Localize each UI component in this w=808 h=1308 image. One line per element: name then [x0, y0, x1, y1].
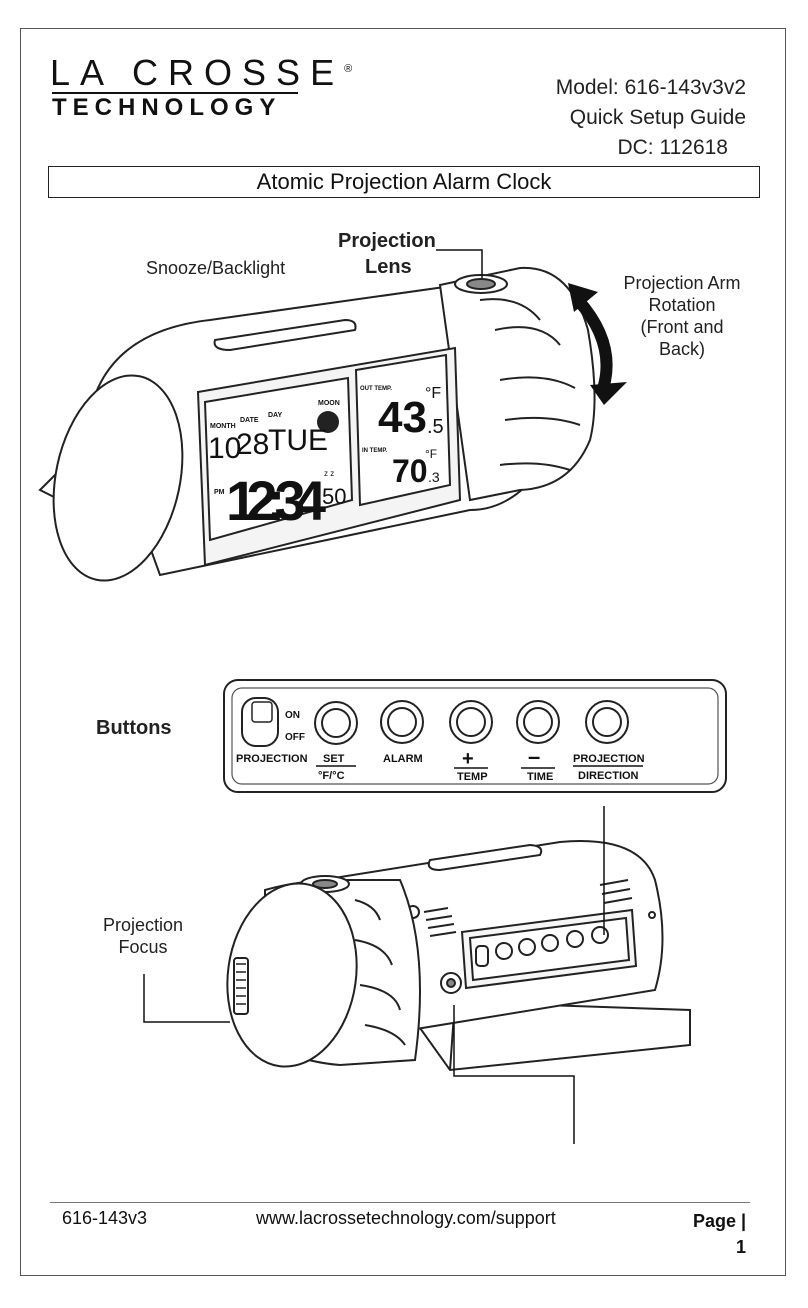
arm-label-line3: (Front and: [640, 317, 724, 337]
brand-logo-rule: [52, 92, 298, 94]
lcd-in-dec: .3: [428, 469, 440, 485]
lcd-zz: z z: [324, 469, 334, 478]
lcd-out-temp: 43: [378, 393, 427, 442]
time-button-label: TIME: [527, 771, 553, 783]
lcd-day-label: DAY: [268, 412, 282, 419]
projection-button-label: PROJECTION: [573, 753, 645, 765]
focus-label-line1: Projection: [102, 915, 184, 935]
button-panel: ON OFF PROJECTION SET °F/°C ALARM + TEMP…: [223, 679, 727, 793]
lcd-out-label: OUT TEMP.: [360, 386, 392, 392]
footer-page-num: 1: [735, 1237, 746, 1257]
guide-title: Quick Setup Guide: [569, 106, 746, 129]
lens-leader-line: [436, 249, 483, 278]
minus-button-label: –: [528, 744, 540, 769]
back-leader-lines: [143, 806, 605, 1144]
footer-page-label: Page |: [692, 1211, 746, 1231]
lcd-in-label: IN TEMP.: [362, 448, 388, 454]
lcd-day: TUE: [268, 424, 328, 457]
lcd-month: 10: [208, 432, 241, 465]
lcd-time: 12:34: [226, 469, 326, 532]
rotation-arrow-icon: [568, 283, 627, 405]
buttons-label: Buttons: [96, 717, 172, 739]
lcd-date-label: DATE: [240, 417, 259, 424]
dc-code: DC: 112618: [617, 136, 728, 159]
direction-button-label: DIRECTION: [578, 770, 639, 782]
lcd-date: 28: [236, 428, 269, 461]
clock-back-illustration: [226, 840, 691, 1072]
snooze-label: Snooze/Backlight: [146, 258, 286, 278]
brand-logo-line1: LA CROSSE®: [50, 52, 353, 93]
lcd-in-temp: 70: [392, 453, 428, 489]
document-title: Atomic Projection Alarm Clock: [48, 166, 760, 198]
model-info: Model: 616-143v3v2 Quick Setup Guide DC:…: [556, 73, 746, 163]
footer-page-number: Page | 1: [693, 1208, 746, 1260]
lcd-moon-label: MOON: [318, 400, 340, 407]
page-frame: [20, 28, 786, 1276]
lcd-display: MONTH DATE DAY MOON 10 28 TUE PM 12:34 z…: [208, 385, 444, 532]
switch-on-label: ON: [285, 710, 300, 721]
temp-button-label: TEMP: [457, 771, 488, 783]
arm-label-line2: Rotation: [648, 295, 716, 315]
switch-off-label: OFF: [285, 732, 305, 743]
plus-button-label: +: [462, 748, 474, 770]
brand-logo-line2: TECHNOLOGY: [52, 94, 282, 121]
arm-label-line1: Projection Arm: [623, 273, 741, 293]
switch-label: PROJECTION: [236, 753, 308, 765]
lcd-ampm: PM: [214, 489, 225, 496]
footer-model: 616-143v3: [62, 1208, 148, 1228]
clock-front-illustration: [38, 266, 596, 582]
moon-phase-icon: [317, 411, 339, 433]
arm-rotation-label: Projection Arm Rotation (Front and Back): [612, 272, 752, 360]
set-button-sublabel: °F/°C: [318, 770, 345, 782]
model-number: Model: 616-143v3v2: [555, 76, 746, 99]
lcd-month-label: MONTH: [210, 423, 236, 430]
footer-rule: [50, 1202, 750, 1203]
alarm-button-label: ALARM: [383, 753, 423, 765]
set-button-label: SET: [323, 753, 345, 765]
lcd-in-unit: °F: [425, 447, 437, 461]
lens-label-line1: Projection: [338, 230, 436, 252]
lens-label-line2: Lens: [365, 256, 412, 278]
focus-label: Projection Focus: [96, 914, 190, 958]
lcd-seconds: 50: [322, 484, 346, 509]
arm-label-line4: Back): [658, 339, 705, 359]
focus-label-line2: Focus: [118, 937, 168, 957]
lcd-out-dec: .5: [427, 416, 444, 438]
footer-support-url[interactable]: www.lacrossetechnology.com/support: [256, 1208, 556, 1228]
lcd-out-unit: °F: [425, 385, 441, 402]
